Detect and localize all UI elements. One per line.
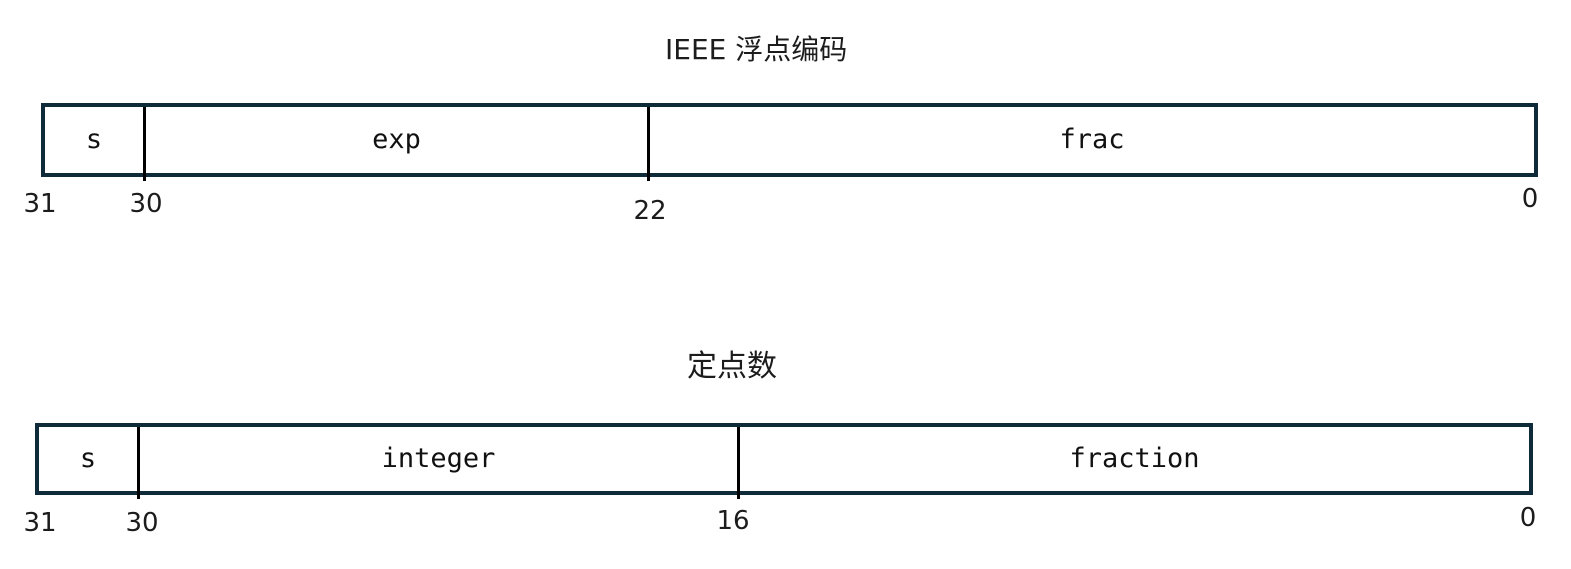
field-frac-label: frac [1059,124,1125,155]
field-divider-bit22 [647,107,650,181]
ieee-float-bitbox: s exp frac [41,103,1538,181]
bit-index-16: 16 [716,506,750,536]
field-sign-label: s [79,443,97,474]
bit-index-31: 31 [23,508,57,538]
bit-index-0: 0 [1519,503,1537,533]
bit-index-22: 22 [633,196,667,226]
bit-index-30: 30 [129,189,163,219]
field-sign-label: s [85,124,103,155]
fixed-point-bitbox: s integer fraction [35,423,1533,499]
bit-index-31: 31 [23,189,57,219]
bit-index-30: 30 [125,508,159,538]
ieee-float-title: IEEE 浮点编码 [665,33,848,66]
field-fraction-label: fraction [1069,443,1200,474]
field-divider-bit16 [737,427,740,499]
field-divider-bit30 [137,427,140,499]
field-integer-label: integer [381,443,496,474]
field-divider-bit30 [143,107,146,181]
field-exp-label: exp [372,124,421,155]
fixed-point-title: 定点数 [687,349,777,384]
bit-index-0: 0 [1521,184,1539,214]
